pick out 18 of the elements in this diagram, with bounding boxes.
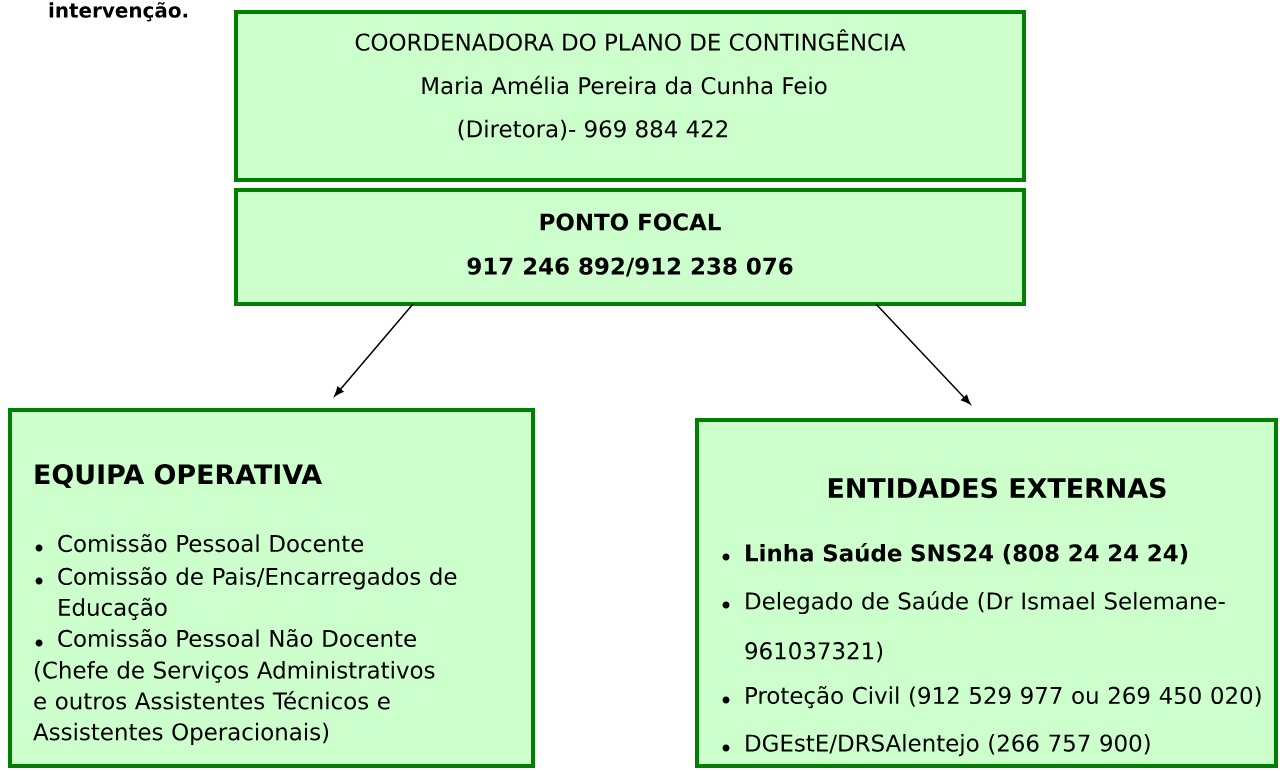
name-text: Maria Amélia Pereira da Cunha Feio (422, 75, 827, 95)
heading: PONTO FOCAL (540, 213, 721, 231)
arrow (334, 303, 414, 397)
bullet-item: Comissão Pessoal Não Docente (35, 629, 416, 648)
bullet-item: Comissão de Pais/Encarregados de Educação (35, 567, 457, 621)
heading: ENTIDADES EXTERNAS (828, 477, 1166, 499)
heading: COORDENADORA DO PLANO DE CONTINGÊNCIA (355, 29, 906, 51)
bullet-item: Delegado de Saúde (Dr Ismael Selemane- 961037321) (722, 591, 1225, 663)
bullet-item: DGEstE/DRSAlentejo (266 757 900) (722, 734, 1150, 757)
arrow (875, 303, 971, 405)
phone-text: 917 246 892/912 238 076 (467, 257, 793, 277)
note-text: (Chefe de Serviços Administrativos e outros Assistentes Técnicos e Assistentes Operacionais) (33, 661, 435, 745)
bullet-item: Comissão Pessoal Docente (35, 534, 364, 553)
heading: EQUIPA OPERATIVA (35, 464, 322, 488)
bullet-item: Linha Saúde SNS24 (808 24 24 24) (722, 543, 1188, 565)
bullet-item: Proteção Civil (912 529 977 ou 269 450 020) (722, 686, 1261, 709)
heading-fragment: intervenção. (49, 2, 188, 22)
contact-text: (Diretora)- 969 884 422 (458, 119, 727, 141)
